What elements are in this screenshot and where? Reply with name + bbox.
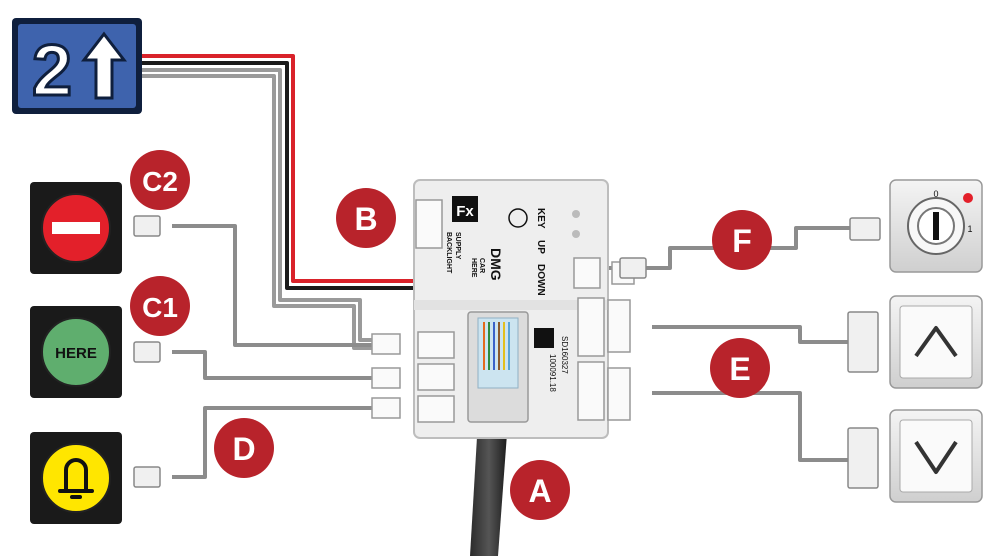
callout-e: E bbox=[710, 338, 770, 398]
up-label: UP bbox=[535, 240, 546, 254]
up-arrow-icon bbox=[80, 31, 128, 100]
right-headers bbox=[573, 257, 635, 421]
control-board: Fx DMG SUPPLY BACKLIGHT CAR HERE KEY UP … bbox=[371, 179, 635, 439]
key-pos-0: 0 bbox=[933, 189, 938, 199]
supply-label: SUPPLY bbox=[454, 232, 461, 260]
callout-f: F bbox=[712, 210, 772, 270]
key-switch: 0 1 bbox=[889, 179, 983, 273]
callout-f-label: F bbox=[732, 223, 752, 259]
backlight-label: BACKLIGHT bbox=[445, 232, 452, 274]
callout-e-label: E bbox=[729, 351, 750, 387]
chevron-up-icon bbox=[914, 326, 958, 358]
here-indicator: HERE bbox=[30, 306, 122, 398]
button-connectors bbox=[619, 217, 881, 489]
key-label: KEY bbox=[535, 208, 546, 229]
floor-display: 2 bbox=[12, 18, 142, 114]
callout-b: B bbox=[336, 188, 396, 248]
floor-number: 2 bbox=[32, 31, 72, 111]
fx-logo-text: Fx bbox=[456, 203, 474, 220]
chevron-down-icon bbox=[914, 440, 958, 474]
up-button bbox=[889, 295, 983, 389]
here-board-label: HERE bbox=[470, 258, 477, 278]
serial-number-2: 100091.18 bbox=[548, 354, 557, 392]
main-cable bbox=[470, 420, 508, 556]
supply-connector bbox=[415, 199, 443, 249]
brand-label: DMG bbox=[488, 248, 504, 281]
no-entry-icon bbox=[52, 222, 100, 234]
here-label: HERE bbox=[55, 345, 97, 362]
no-entry-indicator bbox=[30, 182, 122, 274]
alarm-indicator bbox=[30, 432, 122, 524]
callout-c1-label: C1 bbox=[142, 292, 178, 323]
key-led bbox=[963, 193, 973, 203]
key-slot-icon bbox=[933, 212, 939, 240]
ground-icon bbox=[508, 208, 528, 228]
callout-d: D bbox=[214, 418, 274, 478]
car-label: CAR bbox=[478, 258, 485, 273]
key-pos-1: 1 bbox=[967, 224, 972, 234]
fx-logo bbox=[452, 196, 478, 222]
callout-c2-label: C2 bbox=[142, 166, 178, 197]
signal-wires bbox=[172, 224, 850, 479]
callout-a: A bbox=[510, 460, 570, 520]
down-label: DOWN bbox=[535, 264, 546, 296]
callout-c2: C2 bbox=[130, 150, 190, 210]
indicator-connectors bbox=[133, 215, 161, 488]
callout-b-label: B bbox=[354, 201, 377, 237]
callout-d-label: D bbox=[232, 431, 255, 467]
serial-number: SD160327 bbox=[560, 336, 569, 374]
callout-c1: C1 bbox=[130, 276, 190, 336]
callout-a-label: A bbox=[528, 473, 551, 509]
down-button bbox=[889, 409, 983, 503]
left-headers bbox=[371, 331, 455, 423]
qr-code bbox=[534, 328, 554, 348]
bell-icon bbox=[58, 458, 94, 499]
